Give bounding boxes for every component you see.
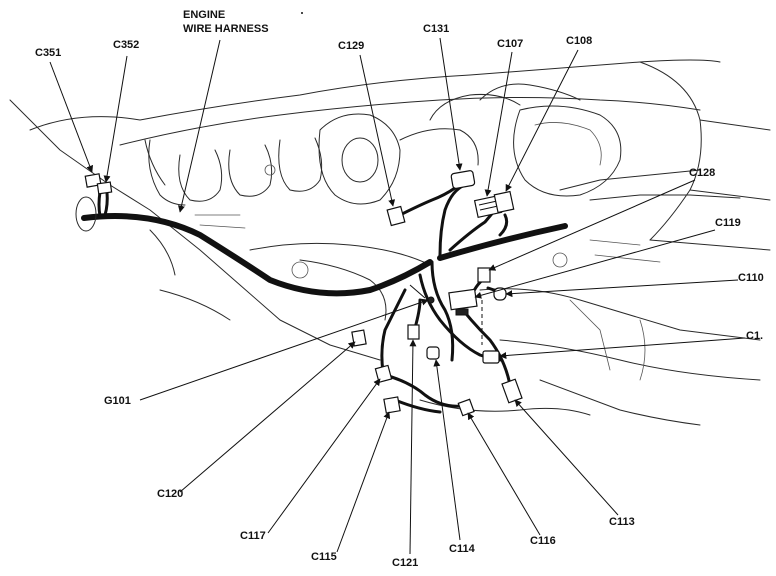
label-c131: C131 [423, 23, 449, 35]
c117-connector [374, 364, 393, 384]
label-c121: C121 [392, 557, 418, 569]
label-c129: C129 [338, 40, 364, 52]
engine-wire-harness [81, 183, 568, 414]
c108-connector [493, 190, 515, 214]
stray-dot [301, 12, 303, 14]
label-c116: C116 [530, 535, 556, 547]
label-c120: C120 [157, 488, 183, 500]
c113-connector [501, 378, 523, 404]
c128-connector [477, 267, 491, 283]
label-c117: C117 [240, 530, 266, 542]
harness-label-line1: ENGINE [183, 9, 225, 21]
c352-connector [96, 181, 113, 195]
c129-connector [386, 205, 406, 227]
label-c128: C128 [689, 167, 715, 179]
leader-lines [49, 37, 746, 555]
callout-labels: ENGINE WIRE HARNESS C351 C352 C129 C131 … [35, 9, 764, 569]
label-c1: C1. [746, 330, 763, 342]
label-c108: C108 [566, 35, 592, 47]
c351-mount-ring [75, 196, 97, 232]
label-c107: C107 [497, 38, 523, 50]
label-g101: G101 [104, 395, 131, 407]
connectors [75, 170, 523, 417]
c115-connector [383, 396, 401, 414]
label-c110: C110 [738, 272, 764, 284]
harness-label-line2: WIRE HARNESS [183, 23, 269, 35]
c120-connector [351, 329, 367, 347]
label-c352: C352 [113, 39, 139, 51]
c121-connector [407, 324, 420, 340]
label-c113: C113 [609, 516, 635, 528]
label-c115: C115 [311, 551, 337, 563]
c116-connector [457, 398, 475, 417]
c131-connector [450, 170, 476, 189]
label-c114: C114 [449, 543, 476, 555]
label-c351: C351 [35, 47, 61, 59]
engine-bay-sketch [9, 59, 771, 426]
c114-connector [426, 346, 440, 360]
label-c119: C119 [715, 217, 741, 229]
c119-connector [448, 288, 478, 316]
c1-connector [482, 350, 500, 364]
